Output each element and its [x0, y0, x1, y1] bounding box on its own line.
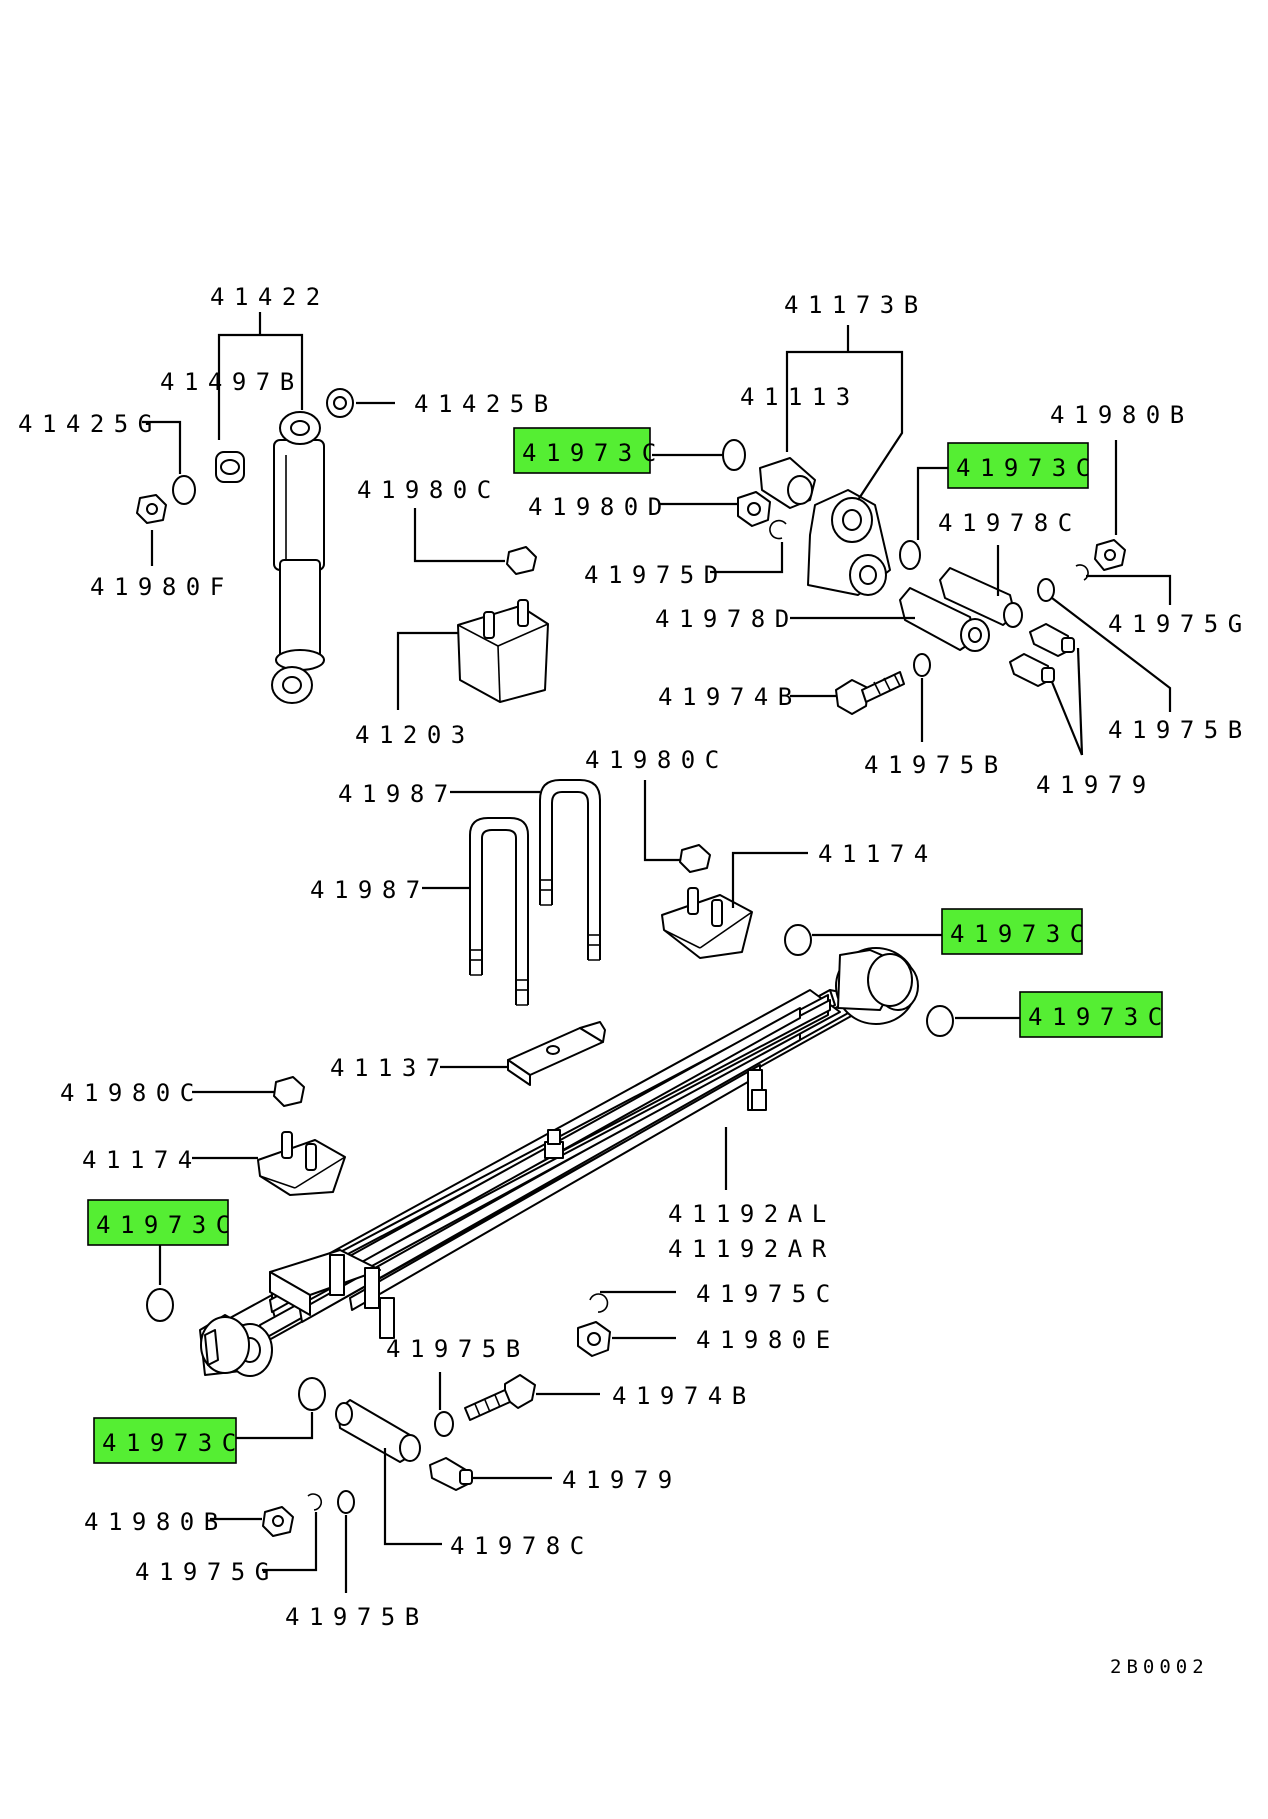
bump-stop-41203: [457, 599, 549, 703]
label-41192al: 41192AL: [668, 1200, 836, 1228]
bolt-41974b-top: [835, 671, 905, 715]
label-41975b-bottom: 41975B: [386, 1335, 530, 1363]
grease-fitting-41979-top-b: [1009, 653, 1055, 687]
spring-seat-41174-left: [257, 1131, 346, 1196]
label-41192ar: 41192AR: [668, 1235, 836, 1263]
u-bolt-41987-a: [539, 779, 601, 961]
bushing-41497b: [215, 451, 245, 483]
label-41973c-6: 41973C: [102, 1429, 246, 1457]
label-41980e: 41980E: [696, 1326, 840, 1354]
label-41980f: 41980F: [90, 573, 234, 601]
label-41975d: 41975D: [584, 561, 728, 589]
snap-ring-41975c: [589, 1293, 609, 1313]
highlight-41973c-1[interactable]: [513, 427, 651, 474]
label-41173b: 41173B: [784, 291, 928, 319]
label-41203: 41203: [355, 721, 475, 749]
washer-41975b-right: [1037, 578, 1055, 602]
washer-41975b-bottom: [434, 1411, 454, 1437]
highlight-41973c-3[interactable]: [941, 908, 1083, 955]
label-41497b: 41497B: [160, 368, 304, 396]
nut-41980e: [577, 1321, 611, 1357]
label-41137: 41137: [330, 1054, 450, 1082]
hanger-41173b: [807, 489, 891, 596]
label-41975c: 41975C: [696, 1280, 840, 1308]
label-41174-left: 41174: [82, 1146, 202, 1174]
grease-fitting-41979-top-a: [1029, 623, 1075, 657]
label-41987-b: 41987: [310, 876, 430, 904]
nut-41980c-top: [506, 546, 537, 575]
washer-41973c-6: [298, 1377, 326, 1411]
label-41973c-3: 41973C: [950, 920, 1094, 948]
nut-41980c-left: [273, 1076, 305, 1107]
label-41974b-top: 41974B: [658, 683, 802, 711]
label-41978c-top: 41978C: [938, 509, 1082, 537]
shock-absorber: [271, 411, 325, 704]
washer-41975b-low: [337, 1490, 355, 1514]
nut-41980c-mid: [679, 844, 711, 873]
label-41113: 41113: [740, 383, 860, 411]
washer-41973c-4: [926, 1005, 954, 1037]
label-41978d: 41978D: [655, 605, 799, 633]
label-41980b-bottom: 41980B: [84, 1508, 228, 1536]
label-41975b-low: 41975B: [285, 1603, 429, 1631]
highlight-41973c-4[interactable]: [1019, 991, 1163, 1038]
highlight-41973c-2[interactable]: [947, 442, 1089, 489]
plate-41137: [507, 1021, 606, 1086]
washer-41973c-1: [722, 439, 746, 471]
nut-41980f: [136, 494, 167, 524]
snap-ring-41975g-bottom: [307, 1493, 323, 1511]
label-41975g-bottom: 41975G: [135, 1558, 279, 1586]
u-bolt-41987-b: [469, 817, 529, 1006]
highlight-41973c-5[interactable]: [87, 1199, 229, 1246]
label-41975b-right: 41975B: [1108, 716, 1252, 744]
nut-41980d: [737, 491, 771, 527]
label-41422: 41422: [210, 283, 330, 311]
nut-41980b-bottom: [262, 1506, 294, 1537]
label-41980d: 41980D: [528, 493, 672, 521]
label-41425g: 41425G: [18, 410, 162, 438]
label-41975g-top: 41975G: [1108, 610, 1252, 638]
label-41979-bottom: 41979: [562, 1466, 682, 1494]
bolt-41974b-bottom: [464, 1374, 536, 1421]
label-41980b-top: 41980B: [1050, 401, 1194, 429]
label-41174-right: 41174: [818, 840, 938, 868]
washer-41973c-2: [899, 540, 921, 570]
snap-ring-41975g-top: [1075, 564, 1089, 581]
washer-41425g: [172, 475, 196, 505]
washer-41973c-3: [784, 924, 812, 956]
washer-41973c-5: [146, 1288, 174, 1322]
label-41980c-left: 41980C: [60, 1079, 204, 1107]
label-41974b-bottom: 41974B: [612, 1382, 756, 1410]
diagram-code: 2B0002: [1110, 1656, 1209, 1678]
nut-41425b: [326, 388, 354, 418]
pin-41978c-bottom: [335, 1399, 421, 1463]
highlight-41973c-6[interactable]: [93, 1417, 237, 1464]
grease-fitting-41979-bottom: [429, 1457, 473, 1491]
label-41975b-mid: 41975B: [864, 751, 1008, 779]
label-41979-top: 41979: [1036, 771, 1156, 799]
leaf-spring-41192: [199, 947, 919, 1377]
label-41987-a: 41987: [338, 780, 458, 808]
bushing-41113: [759, 457, 816, 509]
washer-41975b-mid: [913, 653, 931, 677]
label-41973c-4: 41973C: [1028, 1003, 1172, 1031]
snap-ring-41975d: [769, 519, 787, 540]
label-41973c-5: 41973C: [96, 1211, 240, 1239]
label-41973c-2: 41973C: [956, 454, 1100, 482]
spring-seat-41174-right: [661, 887, 753, 959]
label-41980c-top: 41980C: [357, 476, 501, 504]
label-41980c-mid: 41980C: [585, 746, 729, 774]
pin-41978d: [899, 587, 990, 652]
pin-41978c-top: [939, 567, 1023, 628]
label-41973c-1: 41973C: [522, 439, 666, 467]
label-41425b: 41425B: [414, 390, 558, 418]
label-41978c-bottom: 41978C: [450, 1532, 594, 1560]
nut-41980b-top: [1094, 539, 1126, 571]
